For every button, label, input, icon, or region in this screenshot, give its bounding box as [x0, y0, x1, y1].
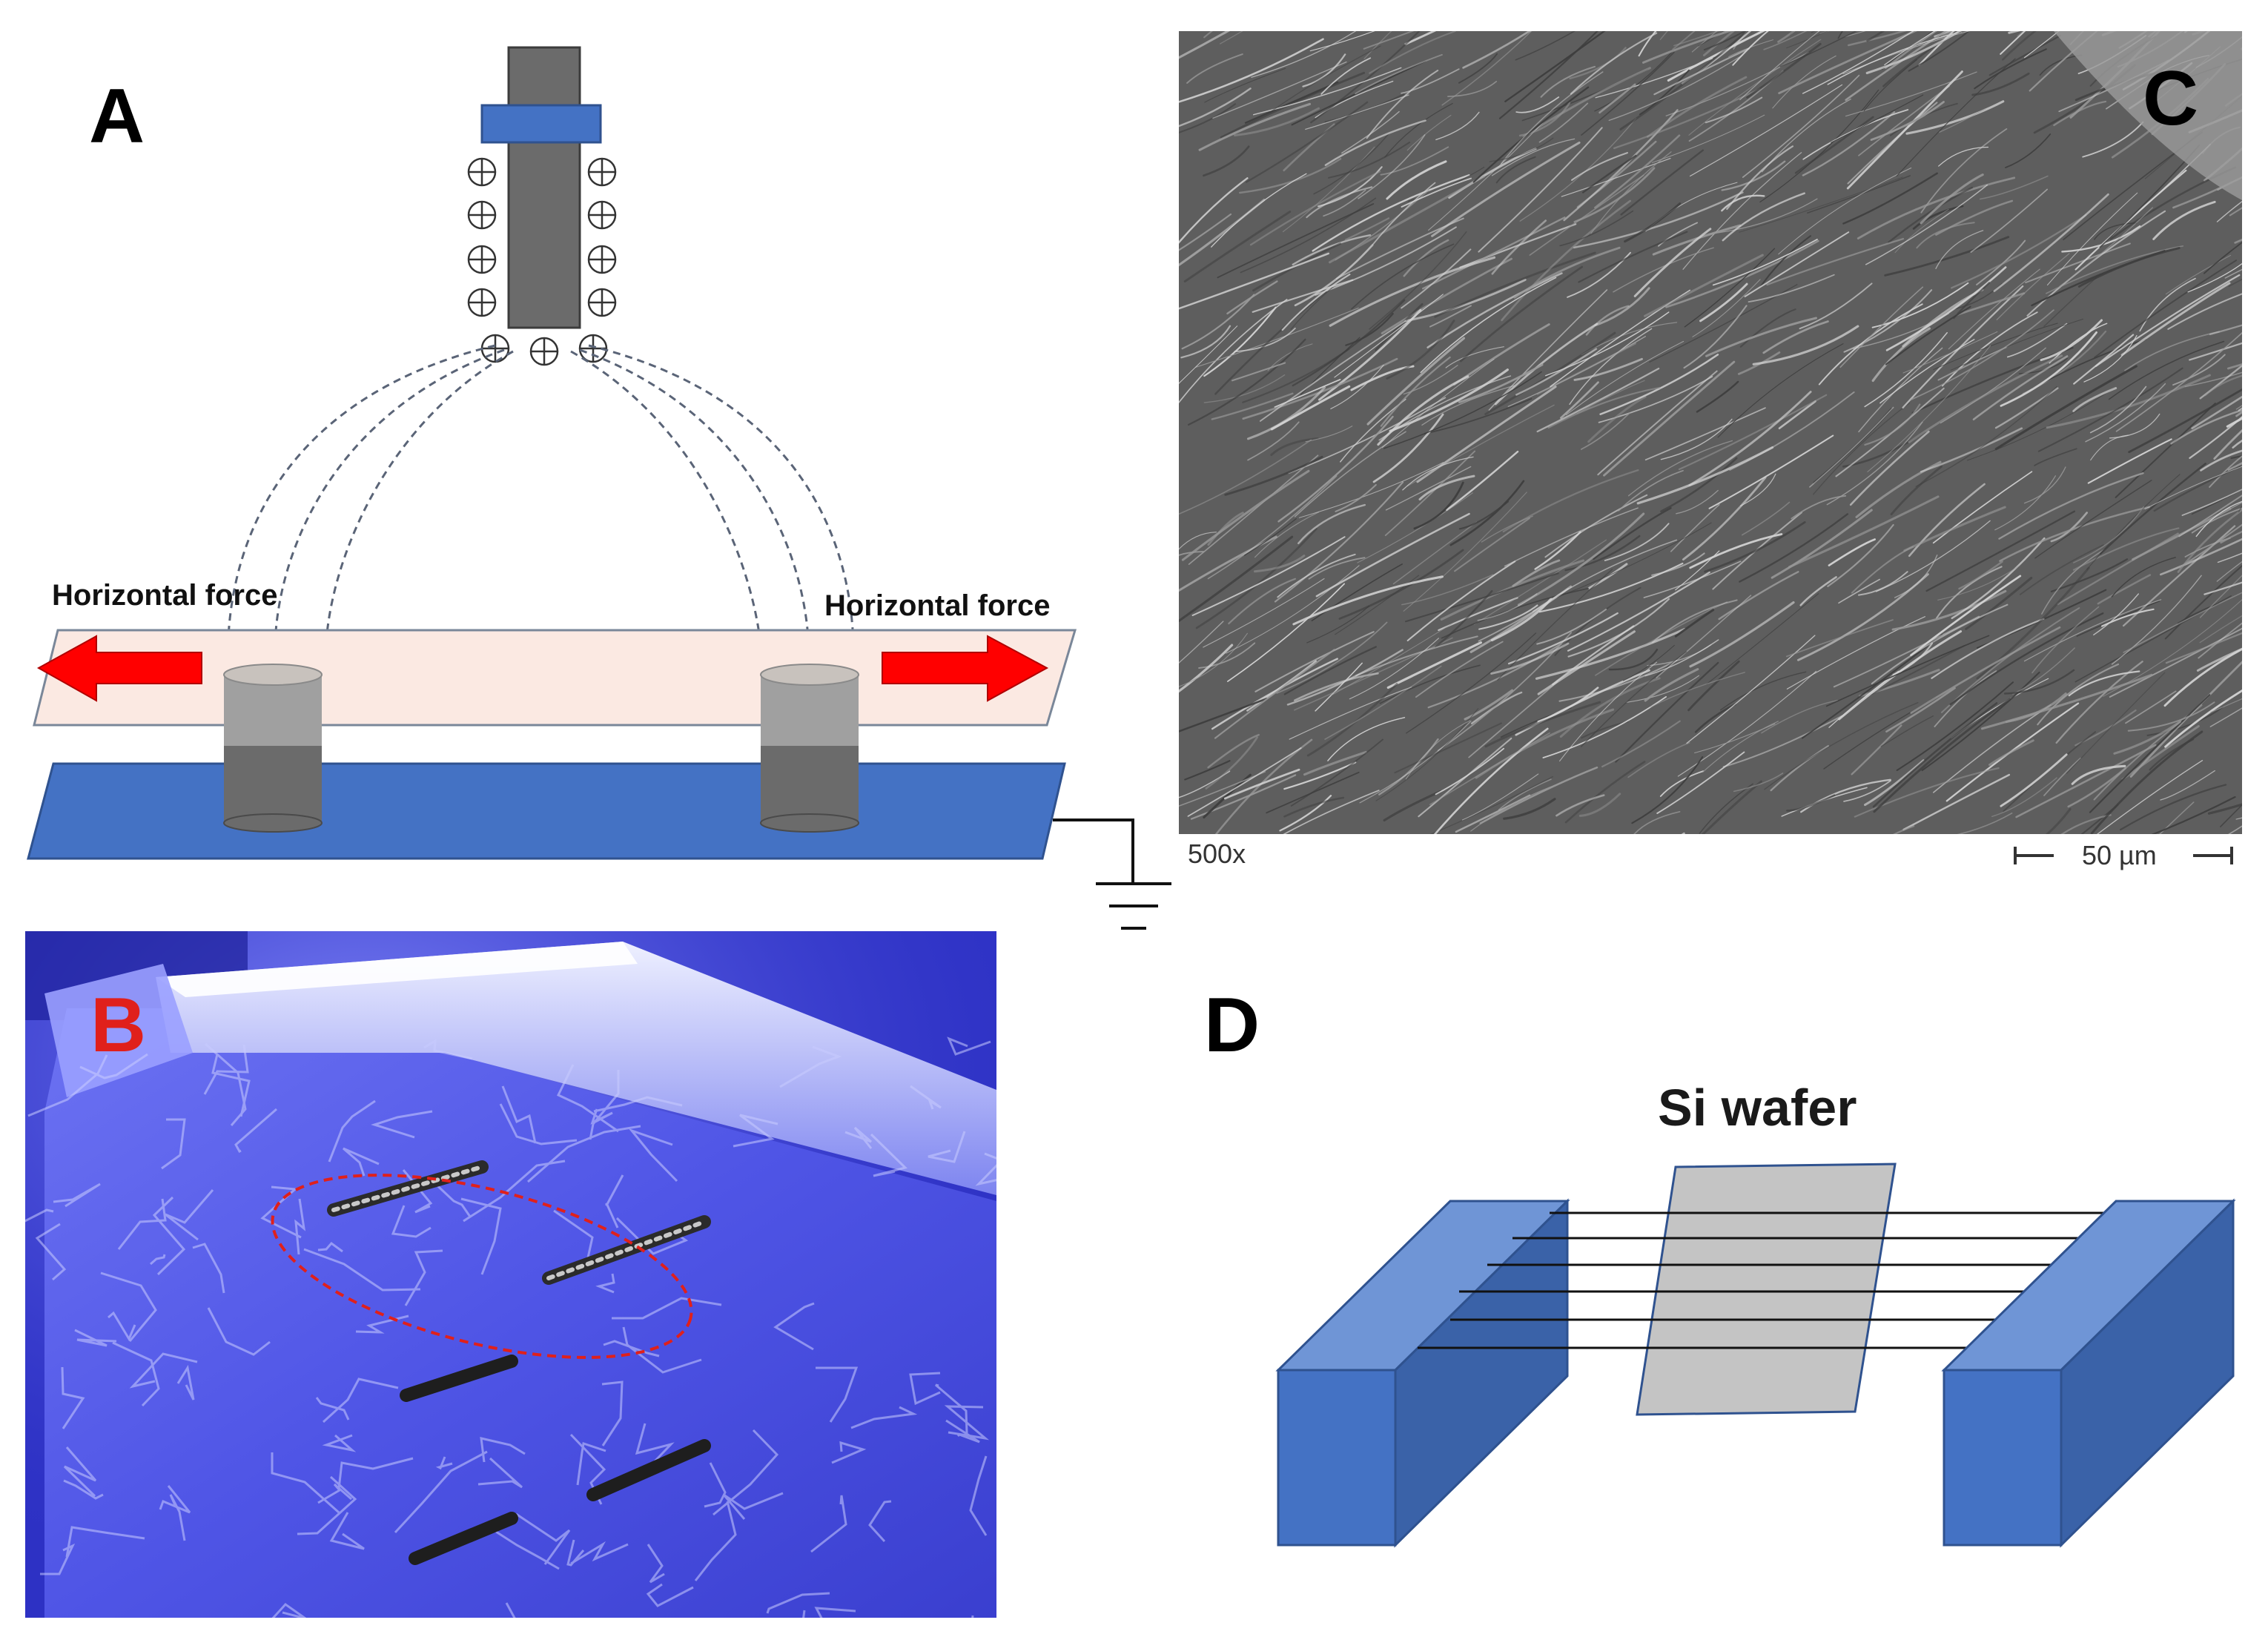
left-force-label: Horizontal force: [52, 579, 277, 612]
positive-charges: [467, 157, 617, 366]
charge-icon: [467, 157, 497, 187]
panel-c-letter: C: [2143, 56, 2198, 142]
right-force-label: Horizontal force: [824, 589, 1050, 622]
panel-b-letter: B: [90, 982, 146, 1068]
panel-a-electrospinning-schematic: A: [27, 46, 1171, 930]
collector-screws: [327, 1160, 711, 1565]
charge-icon: [467, 288, 497, 317]
foil-crinkles: [25, 1036, 996, 1618]
charge-icon: [529, 337, 559, 366]
right-force-arrow: [882, 635, 1049, 702]
panel-b-collector-photo: B: [25, 931, 996, 1618]
wafer-label: Si wafer: [1658, 1079, 1857, 1137]
scale-bar: [2014, 847, 2233, 864]
ground-symbol: [1053, 818, 1171, 930]
left-force-arrow: [36, 635, 202, 702]
panel-a-letter: A: [89, 73, 145, 159]
aligned-fibers: [1418, 1211, 2125, 1349]
sem-fiber-texture: [1179, 31, 2242, 834]
panel-d-letter: D: [1204, 982, 1260, 1068]
charge-icon: [467, 200, 497, 230]
collector-pin-left: [223, 664, 323, 833]
scale-bar-label: 50 µm: [2082, 840, 2157, 870]
foil-covered-block: [44, 1008, 996, 1618]
si-wafer: [1636, 1163, 1897, 1416]
top-roller-beam: [156, 942, 996, 1195]
needle-clamp: [480, 104, 602, 144]
charge-icon: [467, 245, 497, 274]
sem-magnification: 500x: [1188, 839, 1246, 869]
charge-icon: [587, 288, 617, 317]
collector-pin-right: [760, 664, 859, 833]
grounded-base-plate: [27, 762, 1066, 860]
highlighted-screw-region: [271, 1174, 693, 1359]
right-collector-block: [1941, 1198, 2236, 1548]
charge-icon: [587, 200, 617, 230]
charge-icon: [587, 157, 617, 187]
fiber-jet-trajectories: [226, 344, 855, 675]
panel-d-wafer-collector-schematic: D Si wafer: [1204, 982, 2236, 1548]
foil-lid: [44, 964, 193, 1097]
charge-icon: [587, 245, 617, 274]
panel-c-sem-image: C 500x 50 µm: [1179, 31, 2242, 870]
needle-electrode: [507, 46, 581, 329]
left-collector-block: [1275, 1198, 1570, 1548]
